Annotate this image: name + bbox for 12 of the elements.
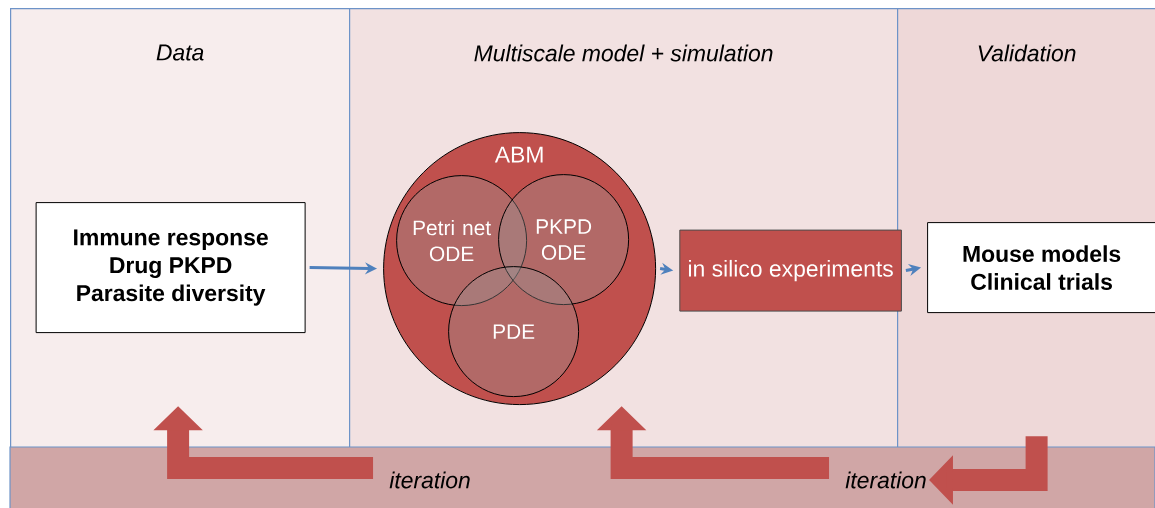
- circle-label: PDE: [493, 324, 535, 339]
- process-box: Immune response Drug PKPD Parasite diversity: [35, 202, 306, 334]
- method-circle: [498, 174, 630, 306]
- method-circle: [448, 266, 580, 398]
- model-circle: [383, 132, 657, 406]
- circle-label: PKPD ODE: [536, 219, 592, 260]
- iteration-label: iteration: [845, 471, 926, 489]
- iteration-label: iteration: [389, 471, 470, 489]
- process-box: in silico experiments: [679, 229, 902, 312]
- circle-label: ABM: [494, 146, 543, 163]
- process-box: Mouse models Clinical trials: [927, 222, 1155, 314]
- circle-label: Petri net ODE: [413, 219, 491, 262]
